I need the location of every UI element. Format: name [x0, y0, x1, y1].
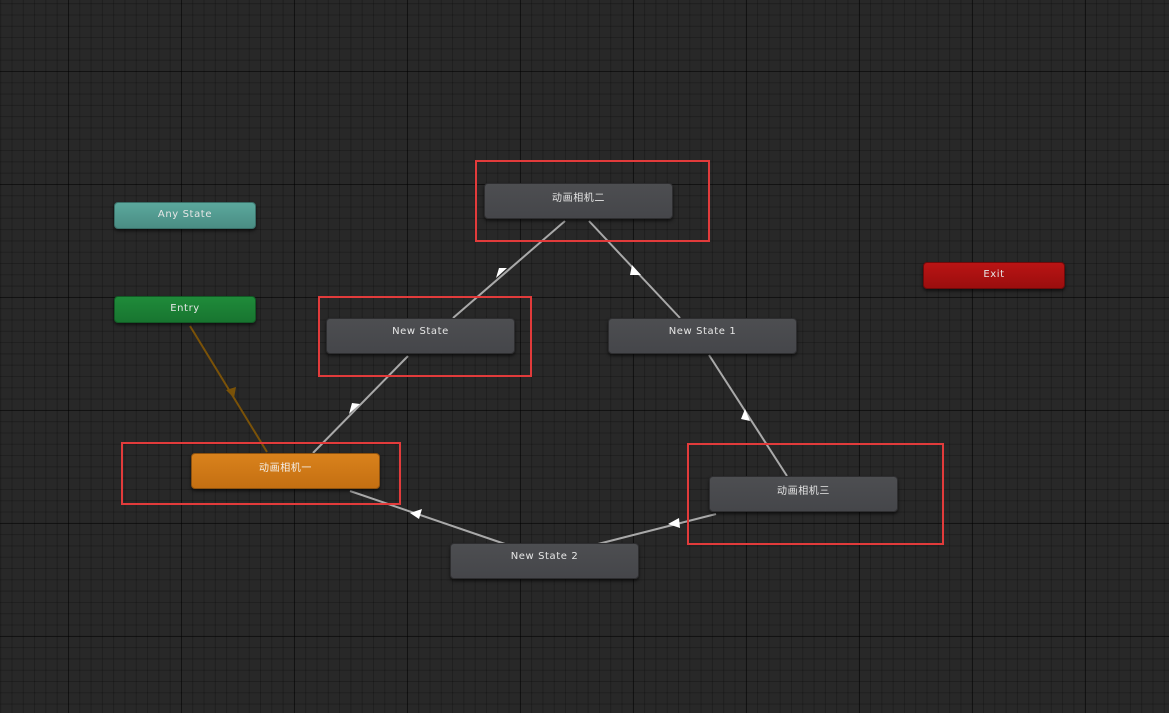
any-state-node[interactable]: Any State	[114, 202, 256, 229]
state-label: New State 1	[668, 325, 737, 337]
entry-node[interactable]: Entry	[114, 296, 256, 323]
state-label: 动画相机三	[777, 485, 830, 497]
transition-new-state-1-to-cam3[interactable]	[708, 354, 788, 477]
state-node-new-state-2[interactable]: New State 2	[450, 543, 639, 579]
state-label: 动画相机一	[259, 462, 312, 474]
state-label: New State	[392, 325, 449, 337]
state-label: New State 2	[510, 550, 579, 562]
state-label: 动画相机二	[552, 192, 605, 204]
entry-label: Entry	[170, 303, 200, 314]
exit-node[interactable]: Exit	[923, 262, 1065, 289]
transition-arrow-icon	[349, 403, 360, 414]
state-node-cam3[interactable]: 动画相机三	[709, 476, 898, 512]
transition-cam2-to-new-state-1[interactable]	[588, 220, 681, 319]
any-state-label: Any State	[157, 209, 213, 220]
exit-label: Exit	[983, 269, 1005, 280]
transition-entry-to-cam1[interactable]	[189, 325, 268, 453]
state-node-new-state-1[interactable]: New State 1	[608, 318, 797, 354]
transition-new-state-2-to-cam1[interactable]	[349, 490, 506, 545]
transition-arrow-icon	[226, 387, 236, 398]
default-state-node-cam1[interactable]: 动画相机一	[191, 453, 380, 489]
state-node-new-state[interactable]: New State	[326, 318, 515, 354]
transition-arrow-icon	[741, 409, 750, 421]
transition-arrow-icon	[630, 265, 641, 275]
transition-cam1-to-new-state[interactable]	[312, 355, 409, 454]
transition-new-state-to-cam2[interactable]	[452, 220, 566, 319]
state-node-cam2[interactable]: 动画相机二	[484, 183, 673, 219]
transition-arrow-icon	[668, 518, 680, 528]
transition-arrow-icon	[496, 268, 507, 278]
transition-arrow-icon	[410, 509, 422, 519]
transition-cam3-to-new-state-2[interactable]	[597, 513, 717, 545]
